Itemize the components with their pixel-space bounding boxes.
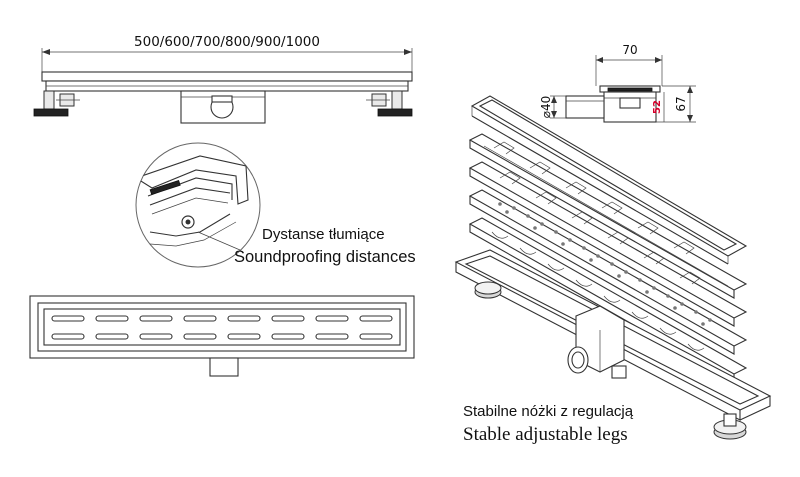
plan-view <box>29 295 415 377</box>
frame <box>470 95 748 265</box>
leg-left <box>474 281 502 299</box>
channel-body <box>454 249 772 421</box>
length-dimension: 500/600/700/800/900/1000 <box>134 34 320 50</box>
grate-layer-1 <box>468 133 748 299</box>
legs-label-en: Stable adjustable legs <box>463 424 628 445</box>
soundproofing-label-pl: Dystanse tłumiące <box>262 226 385 243</box>
pipe-dimension: ⌀40 <box>539 96 553 119</box>
leg-right <box>713 413 747 440</box>
legs-label-pl: Stabilne nóżki z regulacją <box>463 403 634 420</box>
side-elevation: 500/600/700/800/900/1000 <box>33 34 413 124</box>
height-dimension: 67 <box>674 96 688 111</box>
right-leg <box>366 90 413 117</box>
soundproofing-detail: Dystanse tłumiące Soundproofing distance… <box>135 142 416 268</box>
width-dimension: 70 <box>622 43 637 57</box>
grate-layer-2 <box>468 161 748 327</box>
exploded-view: Stabilne nóżki z regulacją Stable adjust… <box>454 95 772 445</box>
grate-layer-3 <box>468 189 748 355</box>
soundproofing-label-en: Soundproofing distances <box>234 248 416 266</box>
inner-height-dimension: 52 <box>652 100 663 114</box>
cross-section: 70 ⌀40 52 67 <box>539 43 696 123</box>
grate-slots <box>51 315 393 340</box>
left-leg <box>33 90 80 117</box>
